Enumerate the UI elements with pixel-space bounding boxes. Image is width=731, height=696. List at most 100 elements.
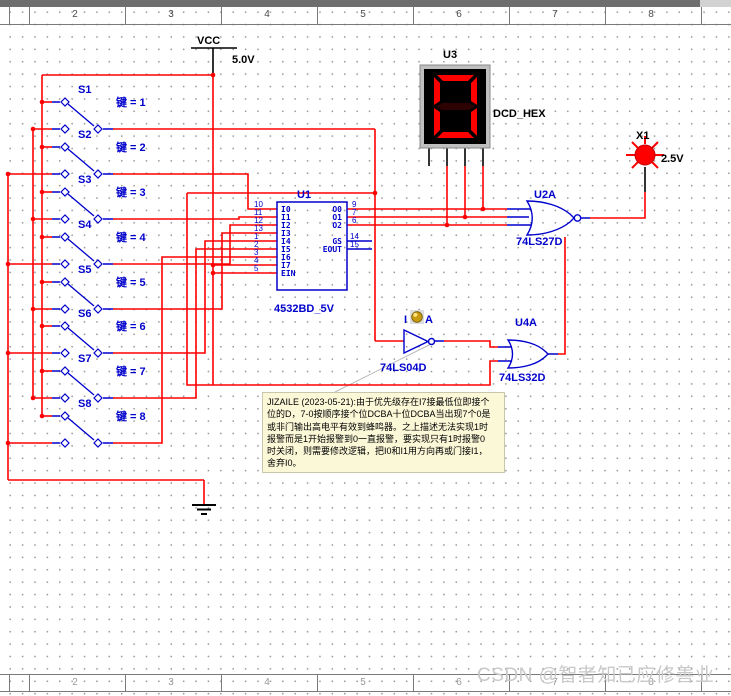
switch-blade[interactable]	[67, 148, 95, 172]
u2a-nor-gate[interactable]: U2A 74LS27D	[516, 189, 582, 248]
ruler-tick	[317, 675, 318, 691]
switch-contact	[93, 304, 103, 314]
switch-contact	[60, 304, 70, 314]
junction-dots	[5, 72, 486, 446]
ruler-number: 6	[456, 677, 462, 688]
ruler-tick	[509, 7, 510, 24]
switch-key-label: 键 = 3	[115, 185, 146, 199]
switch-key-label: 键 = 7	[115, 364, 146, 378]
switch-contact	[93, 124, 103, 134]
u3-seven-segment-display[interactable]: U3 DCD_HEX	[419, 49, 546, 149]
switch-blade[interactable]	[67, 283, 95, 307]
wire[interactable]	[444, 340, 498, 348]
switch-key-label: 键 = 1	[115, 95, 146, 109]
black-wires[interactable]	[191, 47, 646, 505]
watermark: CSDN @智者知已应修善业	[477, 665, 715, 686]
switch-contact	[60, 277, 70, 287]
switch-blade[interactable]	[67, 327, 95, 351]
red-wires[interactable]	[7, 74, 646, 504]
u2a-ref: U2A	[534, 189, 556, 201]
switch-ref: S1	[78, 84, 91, 96]
wire[interactable]	[113, 216, 277, 220]
switch-contact	[60, 321, 70, 331]
annotation-line: 时关闭，则需要修改逻辑，把I0和I1用方向再或门接I1，	[267, 446, 488, 457]
wire[interactable]	[113, 248, 277, 399]
switch-ref: S8	[78, 398, 91, 410]
u1-pin-name: I6	[281, 253, 291, 262]
wire[interactable]	[113, 173, 277, 210]
switch-s3[interactable]: S3键 = 3	[52, 174, 146, 224]
x1-ref: X1	[636, 130, 649, 142]
switch-contact	[93, 214, 103, 224]
ruler-tick	[509, 675, 510, 691]
wire[interactable]	[186, 193, 498, 386]
switch-s8[interactable]: S8键 = 8	[52, 398, 146, 448]
switch-s4[interactable]: S4键 = 4	[52, 219, 147, 269]
switch-s6[interactable]: S6键 = 6	[52, 308, 146, 358]
wire[interactable]	[590, 192, 646, 219]
u1-pin-number: 4	[254, 256, 259, 265]
u1-pin-number: 12	[254, 216, 263, 225]
u1-encoder-chip[interactable]: U1 4532BD_5V	[274, 189, 348, 315]
segment-b	[471, 77, 477, 105]
junction-dot	[30, 306, 36, 312]
switch-blade[interactable]	[67, 193, 95, 217]
wire[interactable]	[558, 237, 566, 355]
switch-blade[interactable]	[67, 417, 95, 441]
switch-contact	[60, 393, 70, 403]
u1-pin-number: 2	[254, 240, 259, 249]
annotation-note[interactable]: JIZAILE (2023-05-21):由于优先级存在I7接最低位即接个位的D…	[262, 392, 505, 473]
u1-pin-name: I5	[281, 245, 291, 254]
switch-s2[interactable]: S2键 = 2	[52, 129, 146, 179]
u1-pin-name: O0	[332, 205, 342, 214]
ruler-tick	[413, 675, 414, 691]
switch-blade[interactable]	[67, 103, 95, 127]
u1-pin-number: 6	[352, 216, 357, 225]
junction-dot	[444, 222, 450, 228]
ruler-number: 2	[72, 9, 78, 20]
u4a-or-gate[interactable]: U4A 74LS32D	[499, 317, 549, 384]
junction-dot	[39, 279, 45, 285]
switch-contact	[60, 124, 70, 134]
u1-pin-number: 11	[254, 208, 263, 217]
u3-ref: U3	[443, 49, 457, 61]
u1-pin-name: I4	[281, 237, 291, 246]
wire[interactable]	[113, 240, 277, 354]
switch-contact	[60, 187, 70, 197]
pin-stubs[interactable]	[347, 208, 590, 362]
wire[interactable]	[113, 232, 277, 310]
switch-s1[interactable]: S1 键 = 1	[52, 84, 146, 134]
junction-dot	[30, 216, 36, 222]
ruler-tick	[221, 7, 222, 24]
junction-dot	[210, 262, 216, 268]
switch-contact	[93, 169, 103, 179]
ground-symbol[interactable]	[192, 504, 216, 515]
switch-blade[interactable]	[67, 238, 95, 262]
inverter-part: 74LS04D	[380, 362, 427, 374]
inverter-not-gate[interactable]: I A 74LS04D	[380, 310, 436, 374]
u1-pin-number: 14	[350, 232, 359, 241]
junction-dot	[210, 72, 216, 78]
switch-blade[interactable]	[67, 372, 95, 396]
lamp-body	[634, 144, 656, 166]
vcc-source[interactable]: VCC 5.0V	[197, 35, 255, 66]
wire[interactable]	[113, 256, 277, 444]
ruler-number: 4	[264, 9, 270, 20]
window-top-strip	[0, 0, 731, 7]
switch-s5[interactable]: S5键 = 5	[52, 264, 146, 314]
switch-ref: S5	[78, 264, 91, 276]
ruler-tick	[9, 675, 10, 691]
switch-contact	[60, 411, 70, 421]
switch-contact	[60, 97, 70, 107]
switch-contact	[60, 438, 70, 448]
u1-pin-number: 9	[352, 200, 357, 209]
wire[interactable]	[113, 224, 277, 265]
ruler-tick	[125, 675, 126, 691]
x1-lamp[interactable]: X1 2.5V	[626, 130, 684, 169]
switch-s7[interactable]: S7键 = 7	[52, 353, 146, 403]
annotation-pointer-line	[334, 343, 432, 393]
ruler-number: 3	[168, 677, 174, 688]
